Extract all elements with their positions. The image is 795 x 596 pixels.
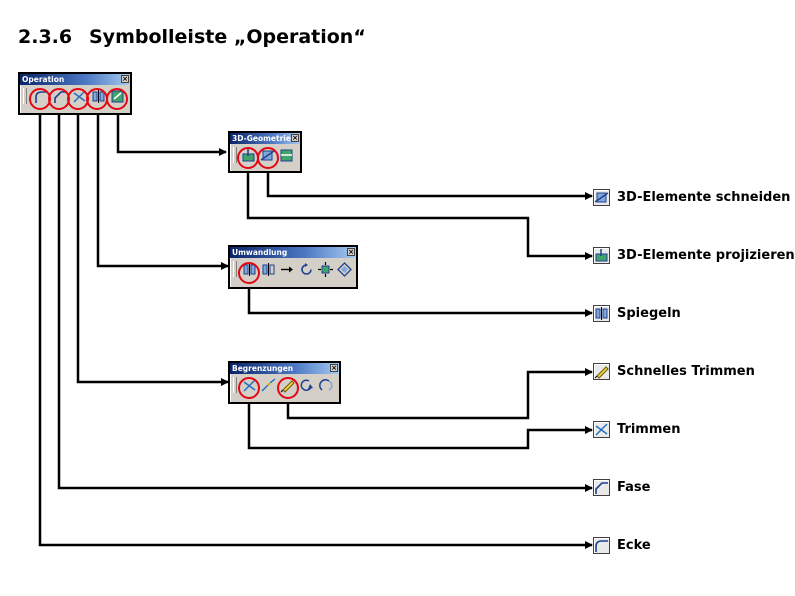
toolbar-umwandlung-title: Umwandlung <box>232 248 288 257</box>
connector-to-schnelles-trimmen <box>286 368 593 420</box>
connector-operation-to-geometrie <box>116 112 227 156</box>
highlight-project-3d <box>237 147 259 169</box>
break-icon[interactable] <box>261 378 276 393</box>
mirror-icon <box>593 305 610 322</box>
connector-operation-to-umwandlung <box>96 112 229 270</box>
close-icon[interactable]: × <box>347 248 355 256</box>
toolbar-3d-geometrie-title: 3D-Geometrie <box>232 134 291 143</box>
toolbar-grip[interactable] <box>233 377 237 393</box>
toolbar-grip[interactable] <box>233 261 237 277</box>
highlight-3d-geometry-group <box>106 88 128 110</box>
highlight-quick-trim <box>277 377 299 399</box>
cut-3d-icon <box>593 189 610 206</box>
close-element-icon[interactable] <box>299 378 314 393</box>
connector-to-3d-projizieren <box>246 170 593 260</box>
rotate-icon[interactable] <box>299 262 314 277</box>
result-label: Ecke <box>617 538 651 553</box>
toolbar-begrenzungen-titlebar[interactable]: Begrenzungen × <box>230 363 339 374</box>
toolbar-grip[interactable] <box>233 147 237 163</box>
complement-icon[interactable] <box>318 378 333 393</box>
highlight-trim <box>238 377 260 399</box>
close-icon[interactable]: × <box>330 364 338 372</box>
highlight-transform-group <box>86 88 108 110</box>
connector-to-trimmen <box>247 400 593 450</box>
close-icon[interactable]: × <box>121 75 129 83</box>
scale-icon[interactable] <box>318 262 333 277</box>
highlight-cut-3d <box>257 147 279 169</box>
result-label: Schnelles Trimmen <box>617 364 755 379</box>
toolbar-operation-title: Operation <box>22 75 65 84</box>
connector-to-spiegeln <box>247 287 593 317</box>
section-number: 2.3.6 <box>18 26 73 48</box>
result-label: 3D-Elemente schneiden <box>617 190 791 205</box>
toolbar-begrenzungen-title: Begrenzungen <box>232 364 294 373</box>
section-title: Symbolleiste „Operation“ <box>89 26 366 48</box>
highlight-mirror <box>238 262 260 284</box>
offset-icon[interactable] <box>337 262 352 277</box>
intersect-3d-icon[interactable] <box>279 148 294 163</box>
connector-operation-to-begrenzungen <box>76 112 229 386</box>
mirror-copy-icon[interactable] <box>261 262 276 277</box>
result-label: Trimmen <box>617 422 681 437</box>
section-heading: 2.3.6 Symbolleiste „Operation“ <box>18 26 366 48</box>
toolbar-3d-geometrie-titlebar[interactable]: 3D-Geometrie × <box>230 133 300 144</box>
close-icon[interactable]: × <box>291 134 299 142</box>
result-label: Fase <box>617 480 651 495</box>
toolbar-umwandlung-titlebar[interactable]: Umwandlung × <box>230 247 356 258</box>
connector-to-ecke <box>38 112 593 549</box>
toolbar-operation-titlebar[interactable]: Operation × <box>20 74 130 85</box>
translate-icon[interactable] <box>280 262 295 277</box>
project-3d-icon <box>593 247 610 264</box>
trim-icon <box>593 421 610 438</box>
result-label: 3D-Elemente projizieren <box>617 248 795 263</box>
chamfer-icon <box>593 479 610 496</box>
corner-icon <box>593 537 610 554</box>
connector-to-fase <box>57 112 593 492</box>
toolbar-grip[interactable] <box>23 88 27 104</box>
result-label: Spiegeln <box>617 306 681 321</box>
quick-trim-icon <box>593 363 610 380</box>
connector-to-3d-schneiden <box>266 170 593 200</box>
